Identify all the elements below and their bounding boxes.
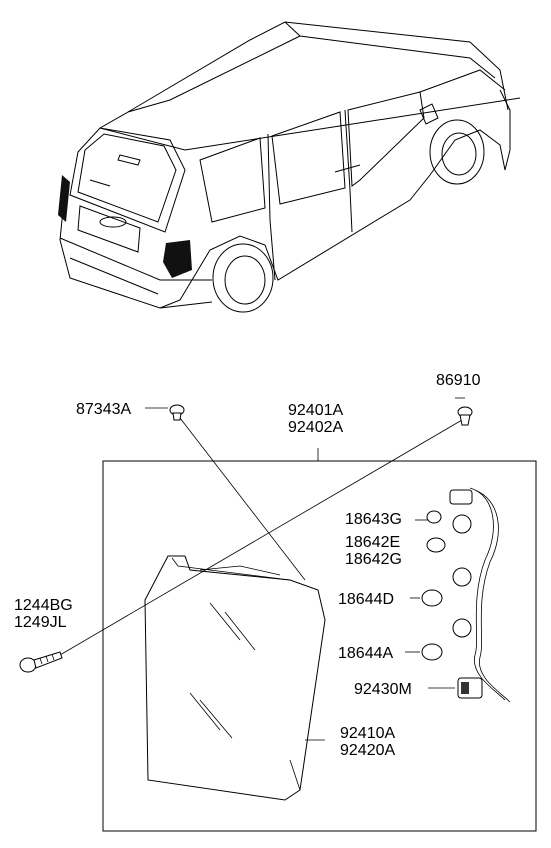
label-1244BG: 1244BG xyxy=(14,597,73,614)
connector-icon xyxy=(457,677,483,699)
label-87343A: 87343A xyxy=(76,401,131,418)
rivet-icon xyxy=(169,404,185,421)
label-92430M: 92430M xyxy=(354,681,412,698)
label-1249JL: 1249JL xyxy=(14,614,67,631)
clip-icon xyxy=(457,406,473,426)
minivan-rear-view-icon xyxy=(58,21,521,313)
tail-lamp-lens xyxy=(144,555,326,801)
bulb-socket-icon xyxy=(449,489,473,638)
assembly-frame xyxy=(102,460,537,832)
label-18643G: 18643G xyxy=(345,511,402,528)
label-92402A: 92402A xyxy=(288,419,343,436)
label-18642G: 18642G xyxy=(345,551,402,568)
screw-icon xyxy=(19,651,63,673)
label-86910: 86910 xyxy=(436,372,481,389)
label-92420A: 92420A xyxy=(340,742,395,759)
label-92410A: 92410A xyxy=(340,725,395,742)
label-18644D: 18644D xyxy=(338,591,394,608)
label-92401A: 92401A xyxy=(288,402,343,419)
label-18644A: 18644A xyxy=(338,645,393,662)
bulb-icon xyxy=(421,510,446,661)
label-18642E: 18642E xyxy=(345,534,400,551)
wiring-harness xyxy=(469,487,511,703)
